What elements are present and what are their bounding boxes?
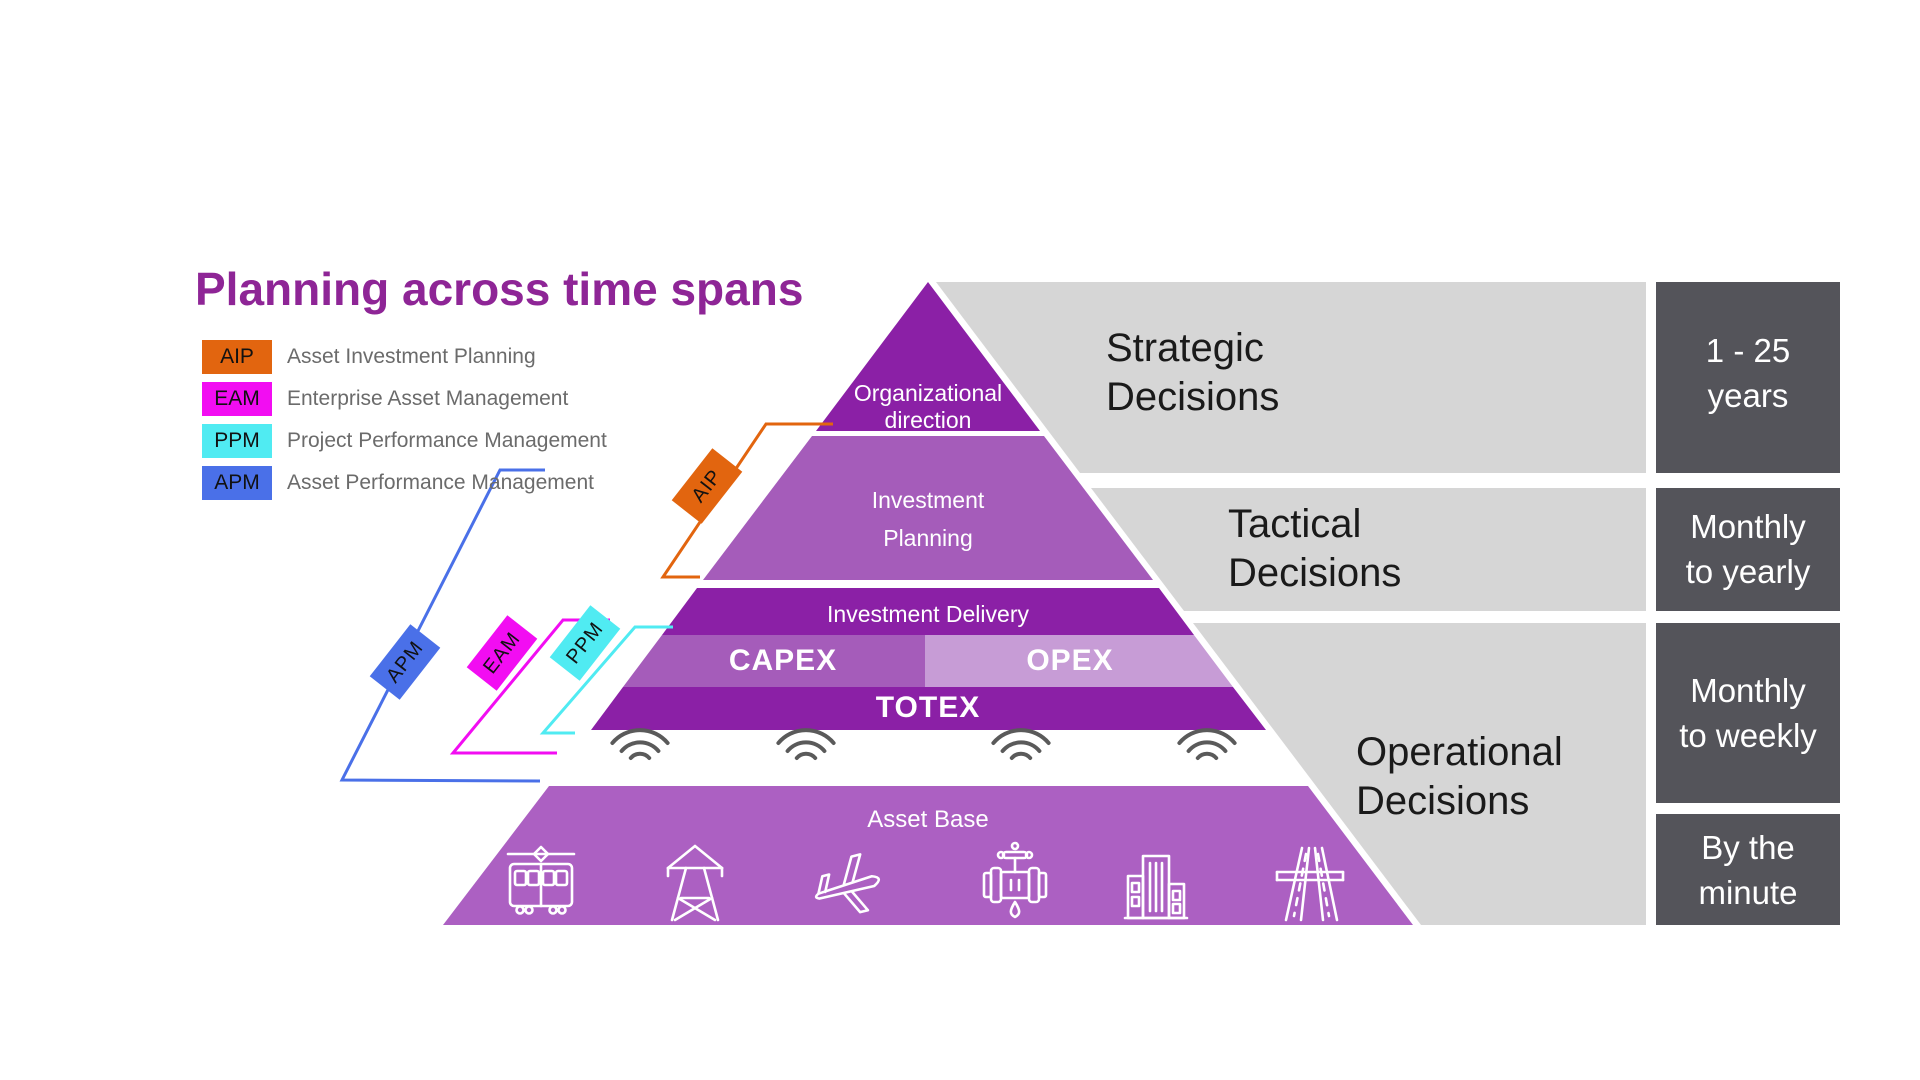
legend-item-eam: EAM Enterprise Asset Management (202, 382, 568, 416)
valve-icon (982, 841, 1048, 919)
buildings-icon (1123, 854, 1189, 920)
timespan-by-the-minute: By the minute (1656, 825, 1840, 915)
apm-bracket (339, 468, 545, 783)
label-line: Tactical (1228, 502, 1362, 546)
level-investment-delivery (662, 588, 1194, 635)
ppm-color-swatch: PPM (202, 424, 272, 458)
operational-band (1193, 623, 1646, 925)
level-investment-planning (703, 436, 1153, 580)
label-line: Decisions (1356, 779, 1530, 823)
label-line: Strategic (1106, 326, 1264, 370)
label-asset-base: Asset Base (867, 806, 989, 833)
label-line: By the (1701, 829, 1795, 866)
label-investment-delivery: Investment Delivery (827, 601, 1029, 627)
timespan-box-tactical (1656, 488, 1840, 611)
tactical-decisions-label: Tactical Decisions (1228, 500, 1401, 598)
label-line: direction (884, 407, 972, 433)
label-capex: CAPEX (728, 644, 838, 677)
pyramid (443, 282, 1413, 925)
timespan-box-minute (1656, 814, 1840, 925)
legend-item-apm: APM Asset Performance Management (202, 466, 594, 500)
page-title: Planning across time spans (195, 263, 804, 315)
label-line: 1 - 25 (1705, 332, 1791, 369)
level-capex (623, 635, 925, 687)
level-opex (925, 635, 1233, 687)
label-line: Operational (1356, 730, 1563, 774)
timespan-box-strategic (1656, 282, 1840, 473)
timespan-strategic: 1 - 25 years (1656, 328, 1840, 418)
strategic-band (936, 282, 1646, 473)
legend-item-aip: AIP Asset Investment Planning (202, 340, 536, 374)
wifi-icon (776, 728, 836, 760)
legend-label: Asset Investment Planning (287, 345, 536, 368)
airplane-icon (814, 853, 881, 914)
asset-icons-row (506, 841, 1345, 922)
tram-icon (506, 845, 576, 915)
label-line: minute (1698, 874, 1798, 911)
label-line: Planning (883, 525, 973, 551)
wifi-icon (610, 728, 670, 760)
decision-bands (936, 282, 1646, 925)
label-investment-planning: Investment Planning (728, 481, 1128, 557)
strategic-decisions-label: Strategic Decisions (1106, 324, 1279, 422)
label-line: to yearly (1685, 553, 1811, 590)
label-opex: OPEX (1026, 644, 1114, 677)
wifi-icon (991, 728, 1051, 760)
tactical-band (1091, 488, 1646, 611)
label-line: years (1707, 377, 1789, 414)
timespan-tactical: Monthly to yearly (1656, 504, 1840, 594)
level-asset-base (443, 786, 1413, 925)
timespan-boxes (1656, 282, 1840, 925)
label-line: Monthly (1690, 508, 1806, 545)
power-pylon-icon (666, 844, 724, 922)
legend-label: Asset Performance Management (287, 471, 594, 494)
legend-label: Project Performance Management (287, 429, 607, 452)
level-organizational-direction (816, 282, 1040, 431)
wifi-icon (1177, 728, 1237, 760)
operational-decisions-label: Operational Decisions (1356, 728, 1563, 826)
level-totex (591, 687, 1266, 730)
label-line: Monthly (1690, 672, 1806, 709)
label-line: Decisions (1106, 375, 1280, 419)
label-line: to weekly (1679, 717, 1817, 754)
highway-icon (1275, 846, 1345, 922)
label-line: Organizational (853, 380, 1003, 406)
timespan-box-operational (1656, 623, 1840, 803)
eam-color-swatch: EAM (202, 382, 272, 416)
legend-label: Enterprise Asset Management (287, 387, 569, 410)
legend-item-ppm: PPM Project Performance Management (202, 424, 607, 458)
label-line: Decisions (1228, 551, 1402, 595)
aip-color-swatch: AIP (202, 340, 272, 374)
label-organizational-direction: Organizational direction (728, 380, 1128, 434)
wifi-icons-row (610, 728, 1237, 760)
label-line: Investment (871, 487, 985, 513)
timespan-operational: Monthly to weekly (1656, 668, 1840, 758)
ppm-bracket (539, 625, 673, 735)
apm-color-swatch: APM (202, 466, 272, 500)
label-totex: TOTEX (875, 691, 981, 724)
